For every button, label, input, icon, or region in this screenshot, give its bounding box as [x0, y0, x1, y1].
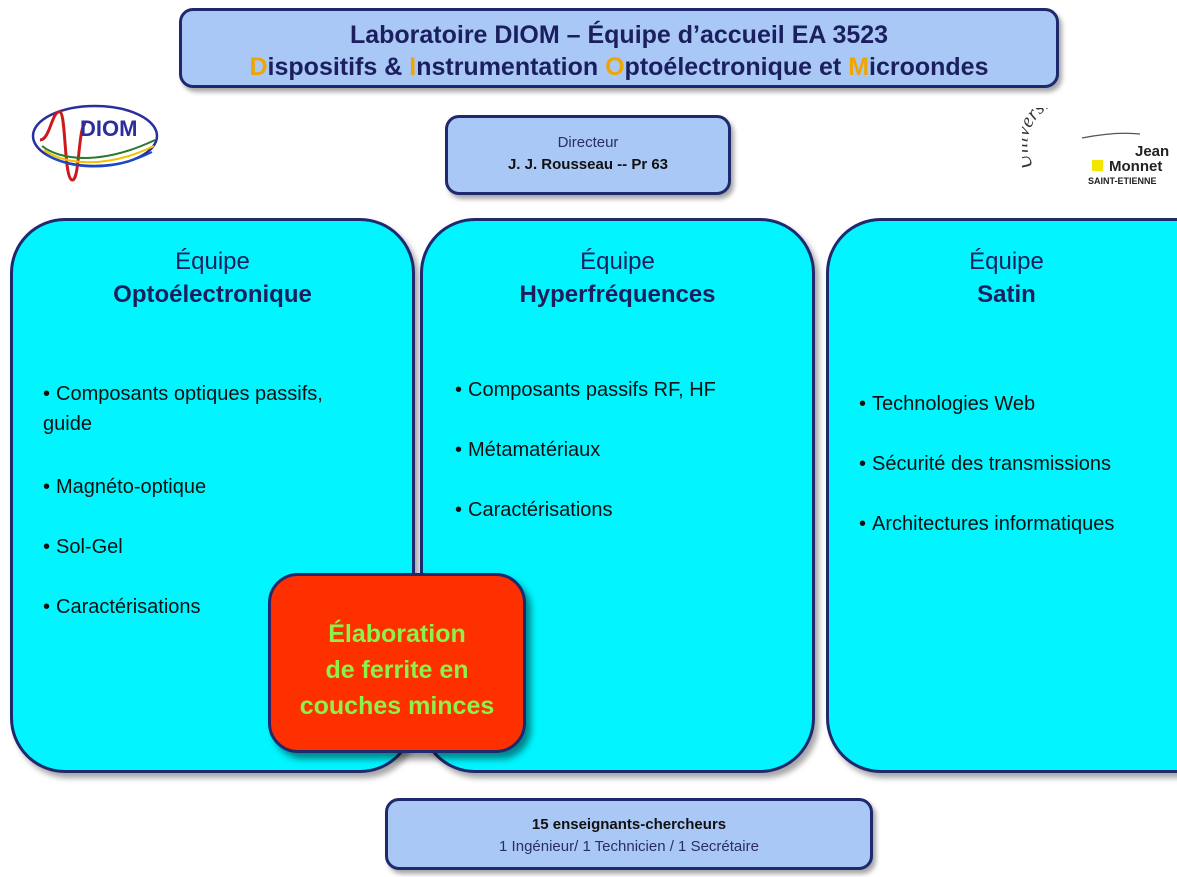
team-item: •Magnéto-optique: [43, 476, 207, 498]
team-item: •Technologies Web: [859, 393, 1036, 415]
initial-i: I: [409, 53, 417, 81]
lab-title: Laboratoire DIOM – Équipe d’accueil EA 3…: [349, 21, 889, 49]
ujm-yellow-square: [1092, 160, 1103, 171]
team-item: •Caractérisations: [43, 596, 201, 618]
team-label: Équipe: [580, 248, 655, 275]
team-items: •Technologies Web •Sécurité des transmis…: [859, 389, 1177, 539]
team-item: •Architectures informatiques: [859, 513, 1115, 535]
team-item: •Caractérisations: [455, 499, 613, 521]
ujm-monnet: Monnet: [1109, 158, 1162, 175]
staff-support: 1 Ingénieur/ 1 Technicien / 1 Secrétaire: [499, 838, 759, 855]
header-banner: Laboratoire DIOM – Équipe d’accueil EA 3…: [179, 8, 1059, 88]
director-title: Directeur: [557, 134, 619, 151]
team-items: •Composants optiques passifs, guide •Mag…: [43, 379, 373, 622]
director-box: Directeur J. J. Rousseau -- Pr 63: [445, 115, 731, 195]
ferrite-line-1: Élaboration: [328, 620, 466, 648]
team-name: Satin: [977, 281, 1036, 308]
ujm-arc-text: Université: [1022, 108, 1066, 173]
word-dispositifs: ispositifs &: [267, 53, 410, 81]
ferrite-line-2: de ferrite en: [325, 656, 469, 684]
team-item: •Métamatériaux: [455, 439, 601, 461]
team-name: Optoélectronique: [113, 281, 312, 308]
initial-m: M: [848, 53, 870, 81]
staff-box: 15 enseignants-chercheurs 1 Ingénieur/ 1…: [385, 798, 873, 870]
team-label: Équipe: [175, 248, 250, 275]
word-microondes: icroondes: [869, 53, 989, 81]
initial-o: O: [605, 53, 625, 81]
ferrite-line-3: couches minces: [299, 692, 495, 720]
word-instrumentation: nstrumentation: [416, 53, 606, 81]
diom-logo-text: DIOM: [80, 116, 137, 141]
staff-researchers: 15 enseignants-chercheurs: [531, 816, 727, 833]
team-item: •Sécurité des transmissions: [859, 453, 1111, 475]
team-label: Équipe: [969, 248, 1044, 275]
team-item: •Composants passifs RF, HF: [455, 379, 716, 401]
team-name: Hyperfréquences: [519, 281, 716, 308]
team-satin: Équipe Satin •Technologies Web •Sécurité…: [826, 218, 1177, 773]
ferrite-thin-film-box: Élaboration de ferrite en couches minces: [268, 573, 526, 753]
word-optoelectronique: ptoélectronique et: [624, 53, 849, 81]
team-item: •Sol-Gel: [43, 536, 123, 558]
ujm-jean: Jean: [1135, 143, 1169, 160]
ujm-logo: Université Jean Monnet SAINT-ETIENNE: [1010, 85, 1177, 188]
team-items: •Composants passifs RF, HF •Métamatériau…: [455, 375, 755, 525]
diom-logo: DIOM: [30, 100, 160, 195]
lab-subtitle: Dispositifs & Instrumentation Optoélectr…: [182, 53, 1056, 82]
ujm-city: SAINT-ETIENNE: [1088, 176, 1157, 186]
initial-d: D: [249, 53, 268, 81]
director-name: J. J. Rousseau -- Pr 63: [507, 156, 669, 173]
team-item: •Composants optiques passifs, guide: [43, 383, 323, 435]
